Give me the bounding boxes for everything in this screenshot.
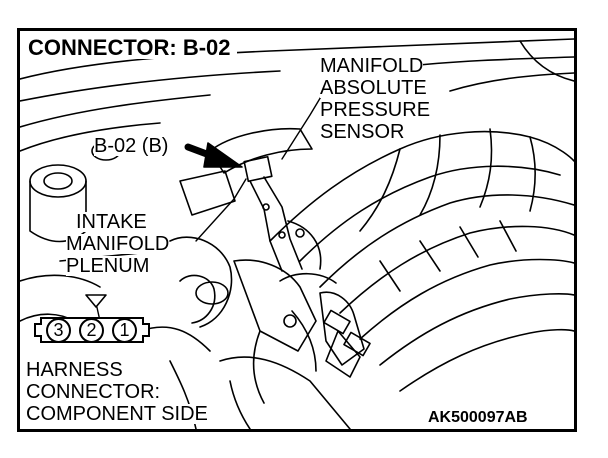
sensor-label-line-1: MANIFOLD (320, 55, 424, 77)
pin-1: 1 (112, 318, 137, 343)
harness-connector-graphic: 3 2 1 (34, 315, 152, 347)
hood-lines (20, 38, 574, 152)
pin-1-number: 1 (119, 320, 130, 340)
harness-label-line-3: COMPONENT SIDE (26, 403, 208, 425)
figure-code: AK500097AB (428, 409, 528, 426)
pin-3-number: 3 (53, 320, 64, 340)
sensor-label-line-3: PRESSURE (320, 99, 431, 121)
connector-latch-left (34, 323, 42, 337)
plenum-body (20, 228, 371, 429)
pin-3: 3 (46, 318, 71, 343)
plenum-label-line-1: INTAKE (76, 211, 147, 233)
pin-2-number: 2 (86, 320, 97, 340)
intake-runners (269, 128, 574, 392)
diagram-frame: CONNECTOR: B-02 MANIFOLD ABSOLUTE PRESSU… (17, 28, 577, 432)
plenum-label-line-2: MANIFOLD (66, 233, 170, 255)
sensor-label-line-2: ABSOLUTE (320, 77, 427, 99)
callout-arrow (184, 142, 243, 168)
pin-2: 2 (79, 318, 104, 343)
pin-pointer-triangle (85, 294, 107, 308)
harness-label-line-1: HARNESS (26, 359, 123, 381)
harness-label-line-2: CONNECTOR: (26, 381, 161, 403)
sensor-label-line-4: SENSOR (320, 121, 405, 143)
engine-bay-illustration (20, 38, 574, 429)
sensor-assembly (179, 127, 322, 272)
plenum-label-line-3: PLENUM (66, 255, 150, 277)
connector-ref-label: B-02 (B) (94, 135, 169, 157)
connector-title: CONNECTOR: B-02 (28, 37, 237, 59)
connector-latch-right (142, 323, 150, 337)
